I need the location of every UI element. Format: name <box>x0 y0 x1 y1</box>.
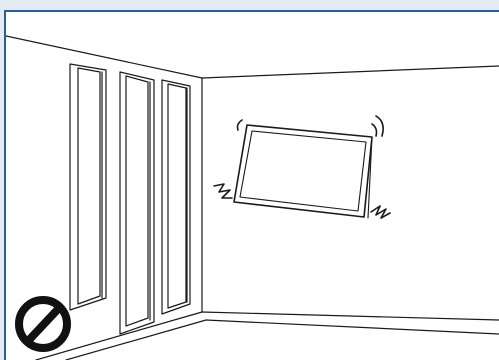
wall-mounting-warning-illustration <box>6 12 499 360</box>
wall-panel <box>162 80 190 314</box>
ceiling-line-right <box>202 66 499 78</box>
wall-panels <box>70 64 190 334</box>
no-entry-icon <box>19 300 67 348</box>
tv-on-wall <box>234 125 372 218</box>
shake-mark-left <box>214 184 232 198</box>
shake-mark-top-right-inner <box>372 124 377 136</box>
ceiling-line-left <box>6 36 202 78</box>
wall-panel <box>70 64 106 310</box>
floor-line-left-lower <box>66 320 206 360</box>
tv-outer-frame <box>234 125 372 217</box>
wall-panel <box>120 72 154 334</box>
tv-screen <box>240 131 366 211</box>
illustration-panel <box>4 10 499 360</box>
floor-line-right <box>202 312 499 320</box>
shake-mark-right <box>371 206 390 218</box>
floor-line-right-lower <box>206 320 499 334</box>
shake-mark-top-left <box>238 120 243 130</box>
